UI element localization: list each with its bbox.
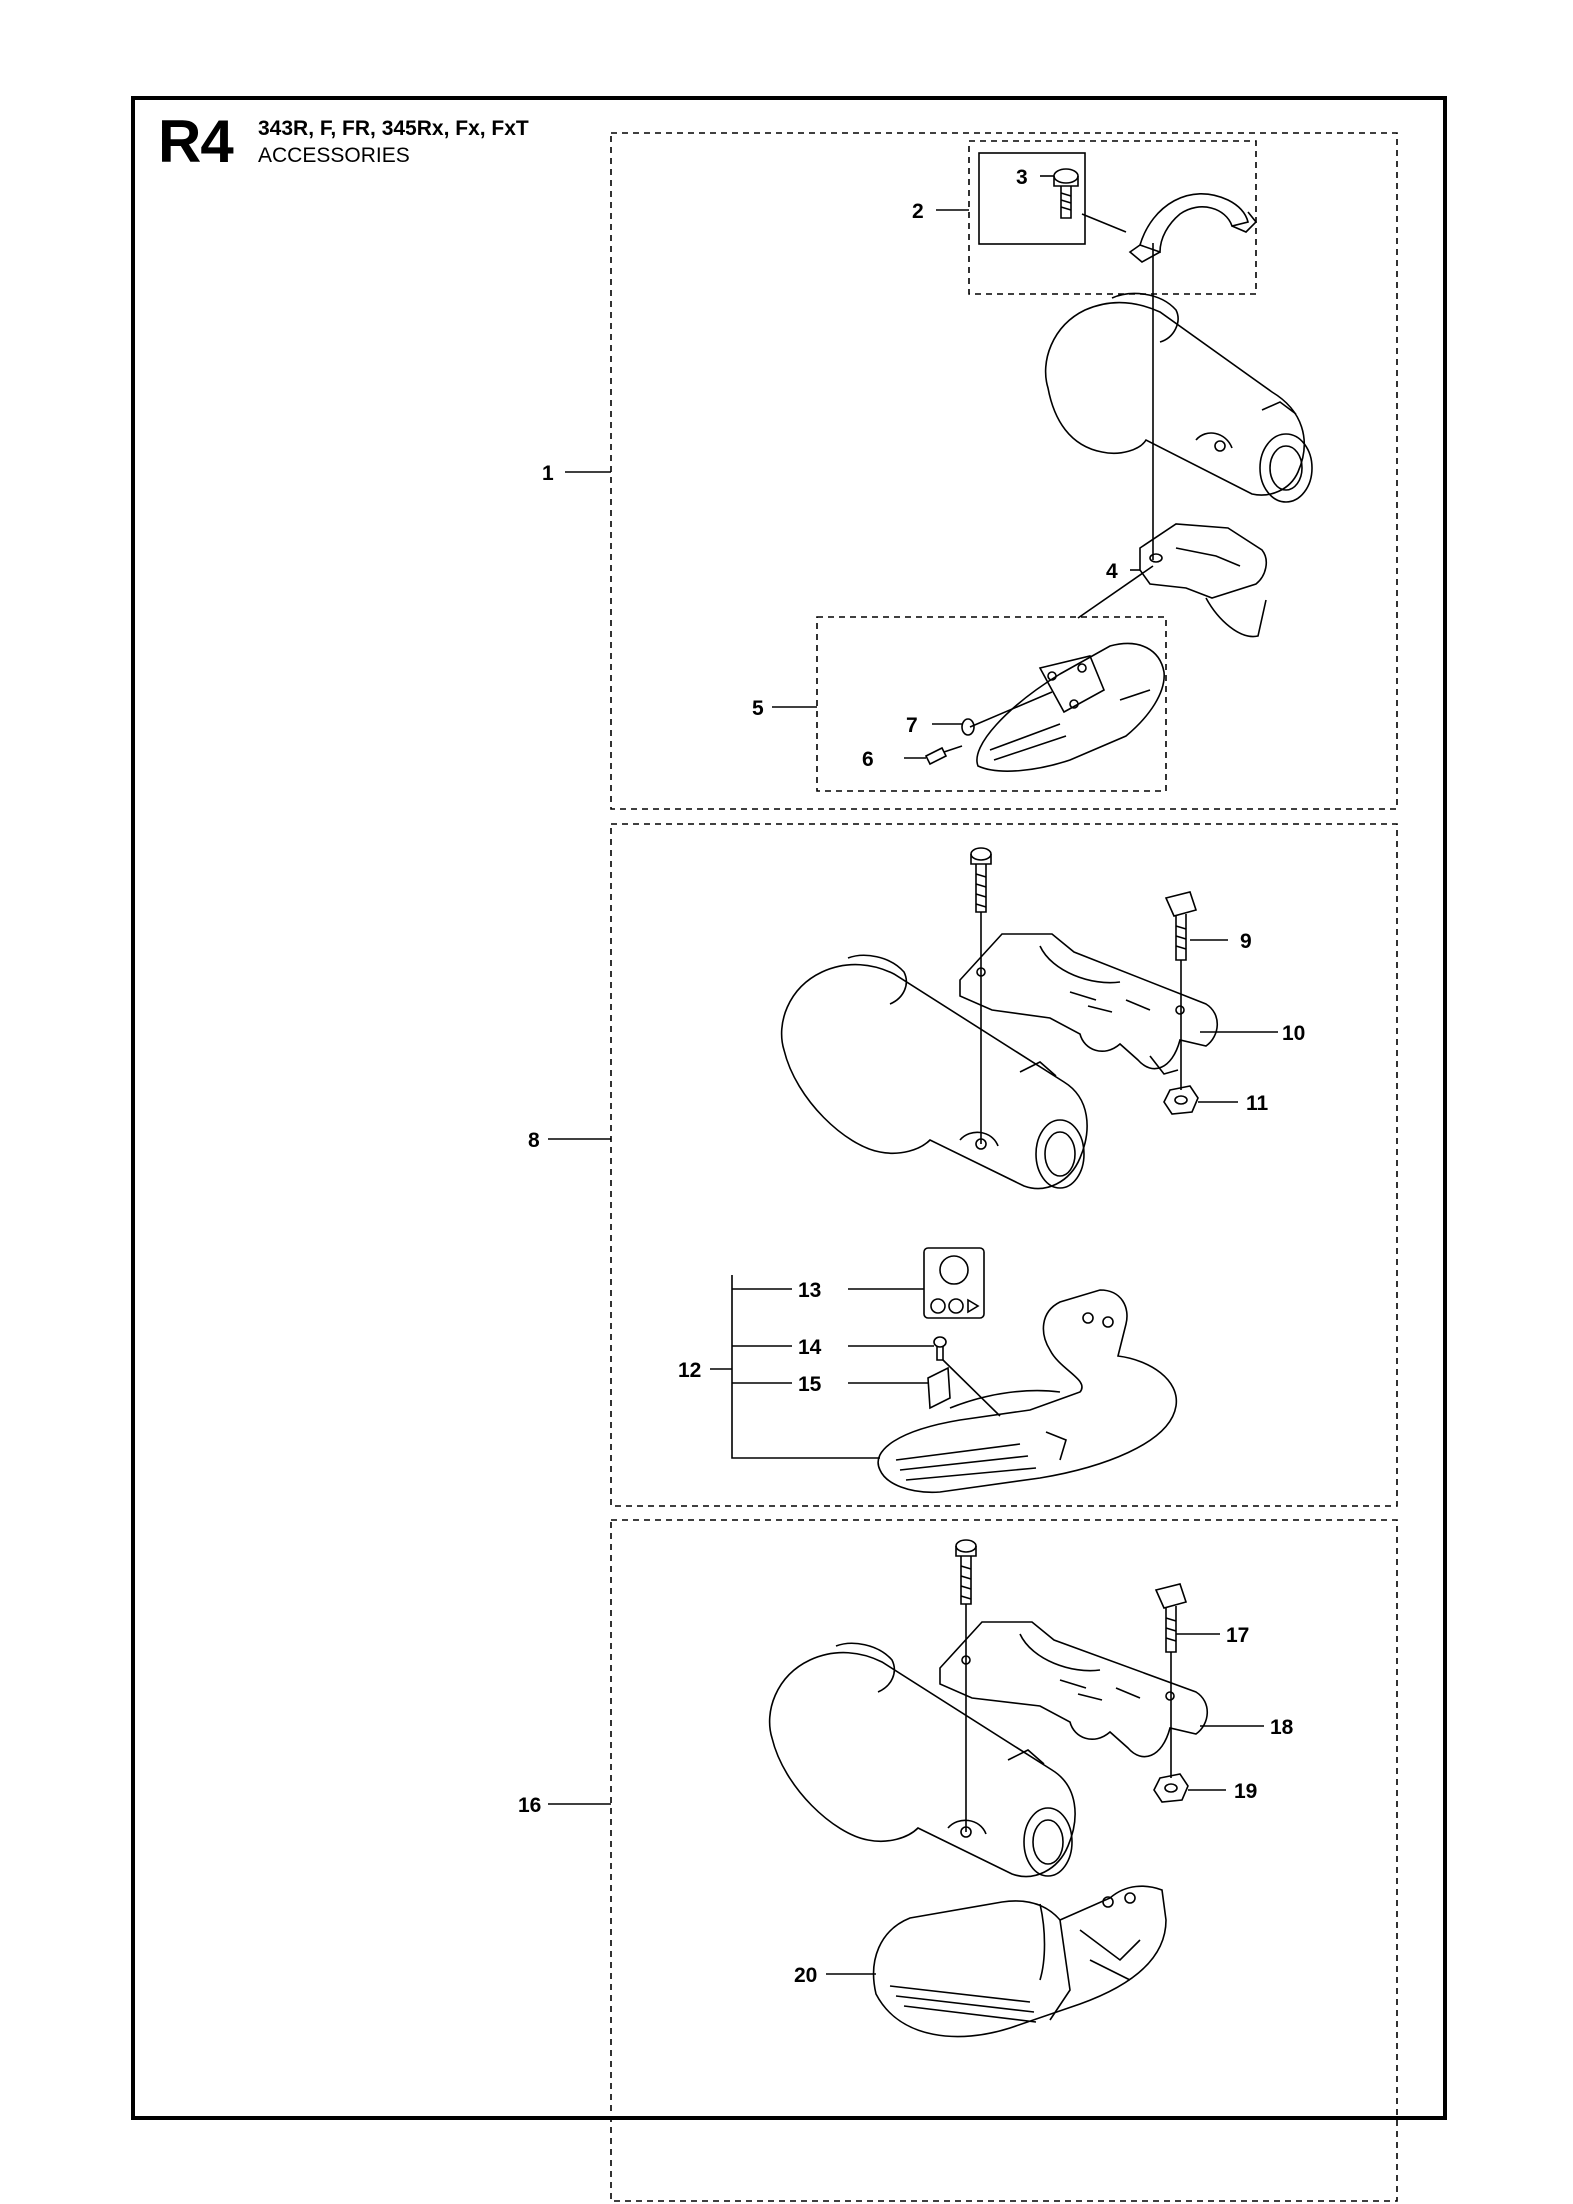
screw-14 xyxy=(933,1336,947,1361)
nut-19 xyxy=(1153,1773,1189,1803)
screw-6 xyxy=(924,745,963,766)
assembly-line-1d xyxy=(969,691,1053,728)
group-box-8 xyxy=(610,823,1398,1507)
group-box-16 xyxy=(610,1519,1398,2202)
nut-11 xyxy=(1163,1085,1199,1115)
wing-screw-9 xyxy=(1164,891,1198,961)
decal-13 xyxy=(923,1247,985,1319)
page-frame xyxy=(131,96,1447,2120)
callout-1: 1 xyxy=(542,462,554,485)
callout-9: 9 xyxy=(1240,930,1252,953)
clamp-part xyxy=(1128,193,1258,263)
callout-6: 6 xyxy=(862,748,874,771)
cutting-guard-5 xyxy=(976,642,1165,772)
cutting-guard-12 xyxy=(877,1289,1178,1494)
callout-5: 5 xyxy=(752,697,764,720)
fixing-bracket-4 xyxy=(1139,523,1268,638)
knife-15 xyxy=(927,1366,951,1410)
model-list: 343R, F, FR, 345Rx, Fx, FxT xyxy=(258,117,529,140)
bracket-12 xyxy=(731,1275,880,1459)
section-code: R4 xyxy=(158,108,234,175)
assembly-line-1b xyxy=(1081,213,1127,233)
callout-15: 15 xyxy=(798,1373,822,1396)
callout-10: 10 xyxy=(1282,1022,1305,1045)
gear-housing-16 xyxy=(768,1642,1076,1878)
callout-7: 7 xyxy=(906,714,918,737)
subgroup-box-2 xyxy=(968,140,1257,295)
callout-11: 11 xyxy=(1246,1092,1269,1115)
callout-14: 14 xyxy=(798,1336,822,1359)
callout-18: 18 xyxy=(1270,1716,1294,1739)
washer-7 xyxy=(961,718,975,736)
screw-3 xyxy=(1053,168,1079,219)
callout-3: 3 xyxy=(1016,166,1028,189)
callout-19: 19 xyxy=(1234,1780,1257,1803)
callout-17: 17 xyxy=(1226,1624,1249,1647)
subgroup-box-3 xyxy=(978,152,1086,245)
assembly-line-1c xyxy=(1077,565,1154,619)
gear-housing-8 xyxy=(780,954,1088,1190)
wing-screw-17 xyxy=(1154,1583,1188,1653)
callout-4: 4 xyxy=(1106,560,1118,583)
guard-plate-10 xyxy=(959,933,1219,1075)
callout-16: 16 xyxy=(518,1794,541,1817)
callout-20: 20 xyxy=(794,1964,817,1987)
cutting-guard-20 xyxy=(872,1885,1167,2038)
subgroup-box-5 xyxy=(816,616,1167,792)
guard-plate-18 xyxy=(939,1621,1209,1758)
section-title: ACCESSORIES xyxy=(258,144,410,167)
screw-upper-8 xyxy=(970,847,992,913)
group-box-1 xyxy=(610,132,1398,810)
gear-housing-1 xyxy=(1044,292,1313,503)
callout-2: 2 xyxy=(912,200,924,223)
callout-13: 13 xyxy=(798,1279,821,1302)
callout-8: 8 xyxy=(528,1129,540,1152)
callout-12: 12 xyxy=(678,1359,701,1382)
screw-upper-16 xyxy=(955,1539,977,1605)
assembly-line-12 xyxy=(942,1359,1001,1417)
